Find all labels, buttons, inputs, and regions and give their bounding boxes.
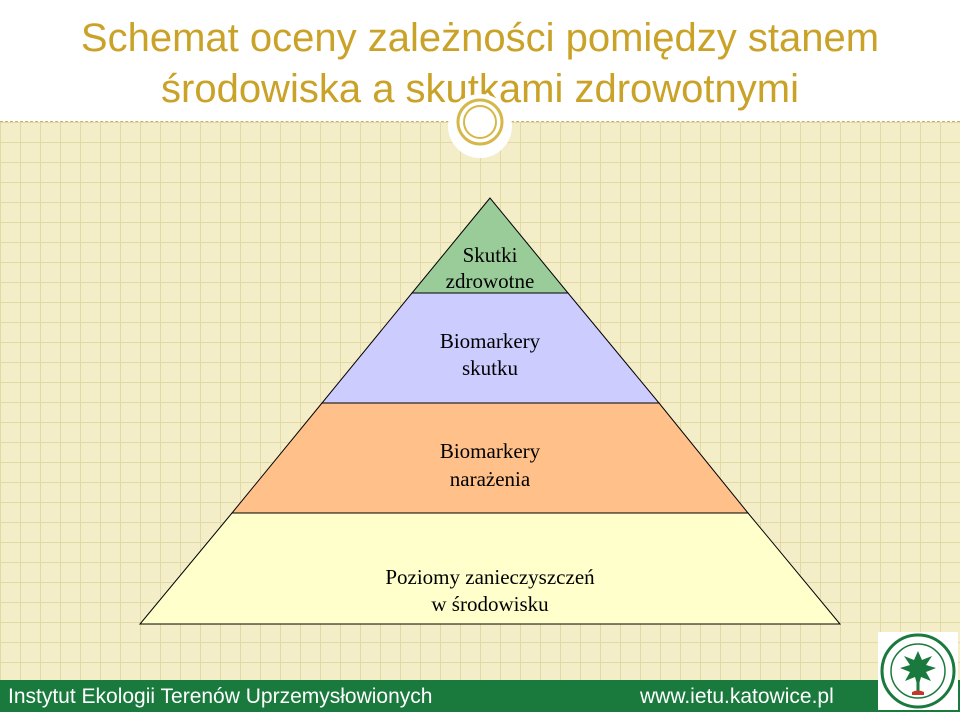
pyramid-second-label-1: Biomarkery — [440, 329, 541, 353]
footer-bar: Instytut Ekologii Terenów Uprzemysłowion… — [0, 680, 960, 712]
pyramid-base-label-1: Poziomy zanieczyszczeń — [385, 565, 595, 589]
pyramid-second-label-2: skutku — [462, 356, 519, 380]
institute-name: Instytut Ekologii Terenów Uprzemysłowion… — [8, 685, 433, 708]
pyramid-top-label-2: zdrowotne — [446, 269, 535, 293]
ietu-logo-icon — [878, 632, 958, 710]
pyramid-third-label-2: narażenia — [450, 467, 531, 491]
website-link[interactable]: www.ietu.katowice.pl — [640, 685, 834, 708]
pyramid-base-label-2: w środowisku — [431, 592, 549, 616]
slide-title-line-1: Schemat oceny zależności pomiędzy stanem — [80, 16, 880, 60]
pyramid-third-label-1: Biomarkery — [440, 439, 541, 463]
pyramid-level-base — [138, 512, 842, 625]
decorative-ring-icon — [446, 92, 514, 160]
pyramid-top-label-1: Skutki — [463, 243, 518, 267]
